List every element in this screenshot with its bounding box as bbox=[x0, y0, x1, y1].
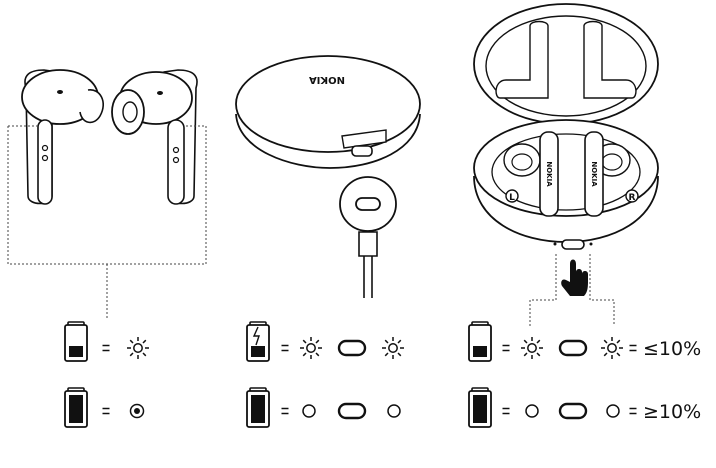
light-blinking-icon bbox=[126, 336, 150, 360]
low-battery-threshold: ≤10% bbox=[643, 338, 701, 360]
legend-case-low: ≤10% bbox=[468, 321, 701, 362]
light-blinking-icon bbox=[600, 336, 624, 360]
left-marker: L bbox=[509, 193, 515, 203]
right-earbud-logo: NOKIA bbox=[590, 161, 598, 187]
legend-earbuds-low bbox=[64, 321, 150, 362]
light-blinking-icon bbox=[520, 336, 544, 360]
battery-full-icon bbox=[468, 387, 492, 428]
usb-port bbox=[351, 145, 373, 157]
battery-low-icon bbox=[64, 321, 88, 362]
case-lid-logo: NOKIA bbox=[309, 74, 345, 85]
legend-case-high: ≥10% bbox=[468, 387, 701, 428]
press-button-hand-icon[interactable] bbox=[561, 259, 588, 297]
battery-low-icon bbox=[468, 321, 492, 362]
case-indicator-light bbox=[561, 239, 585, 250]
earbuds-indicator-bracket bbox=[7, 125, 207, 318]
case-pill-indicator-icon bbox=[558, 339, 588, 357]
case-pill-indicator-icon bbox=[337, 402, 367, 420]
light-off-icon bbox=[606, 404, 620, 418]
earbuds-illustration bbox=[7, 69, 207, 318]
left-earbud bbox=[21, 69, 104, 205]
light-off-icon bbox=[302, 404, 316, 418]
legend-earbuds-full bbox=[64, 387, 145, 428]
battery-full-icon bbox=[64, 387, 88, 428]
left-earbud-logo: NOKIA bbox=[545, 161, 553, 187]
legend-charged bbox=[246, 387, 401, 428]
light-blinking-icon bbox=[299, 336, 323, 360]
light-blinking-icon bbox=[381, 336, 405, 360]
right-earbud-in-case bbox=[584, 131, 604, 217]
usb-c-cable bbox=[339, 176, 397, 298]
open-case-illustration: NOKIA NOKIA L R bbox=[473, 3, 659, 250]
case-indicator-connectors bbox=[529, 254, 615, 326]
case-pill-indicator-icon bbox=[337, 339, 367, 357]
light-off-icon bbox=[387, 404, 401, 418]
battery-full-icon bbox=[246, 387, 270, 428]
battery-charging-icon bbox=[246, 321, 270, 362]
closed-case-illustration: NOKIA bbox=[235, 55, 421, 169]
light-solid-icon bbox=[129, 403, 145, 419]
case-pill-indicator-icon bbox=[558, 402, 588, 420]
right-marker: R bbox=[629, 193, 636, 203]
light-off-icon bbox=[525, 404, 539, 418]
left-earbud-in-case bbox=[539, 131, 559, 217]
high-battery-threshold: ≥10% bbox=[643, 401, 701, 423]
legend-charging bbox=[246, 321, 405, 362]
right-earbud bbox=[111, 69, 198, 205]
